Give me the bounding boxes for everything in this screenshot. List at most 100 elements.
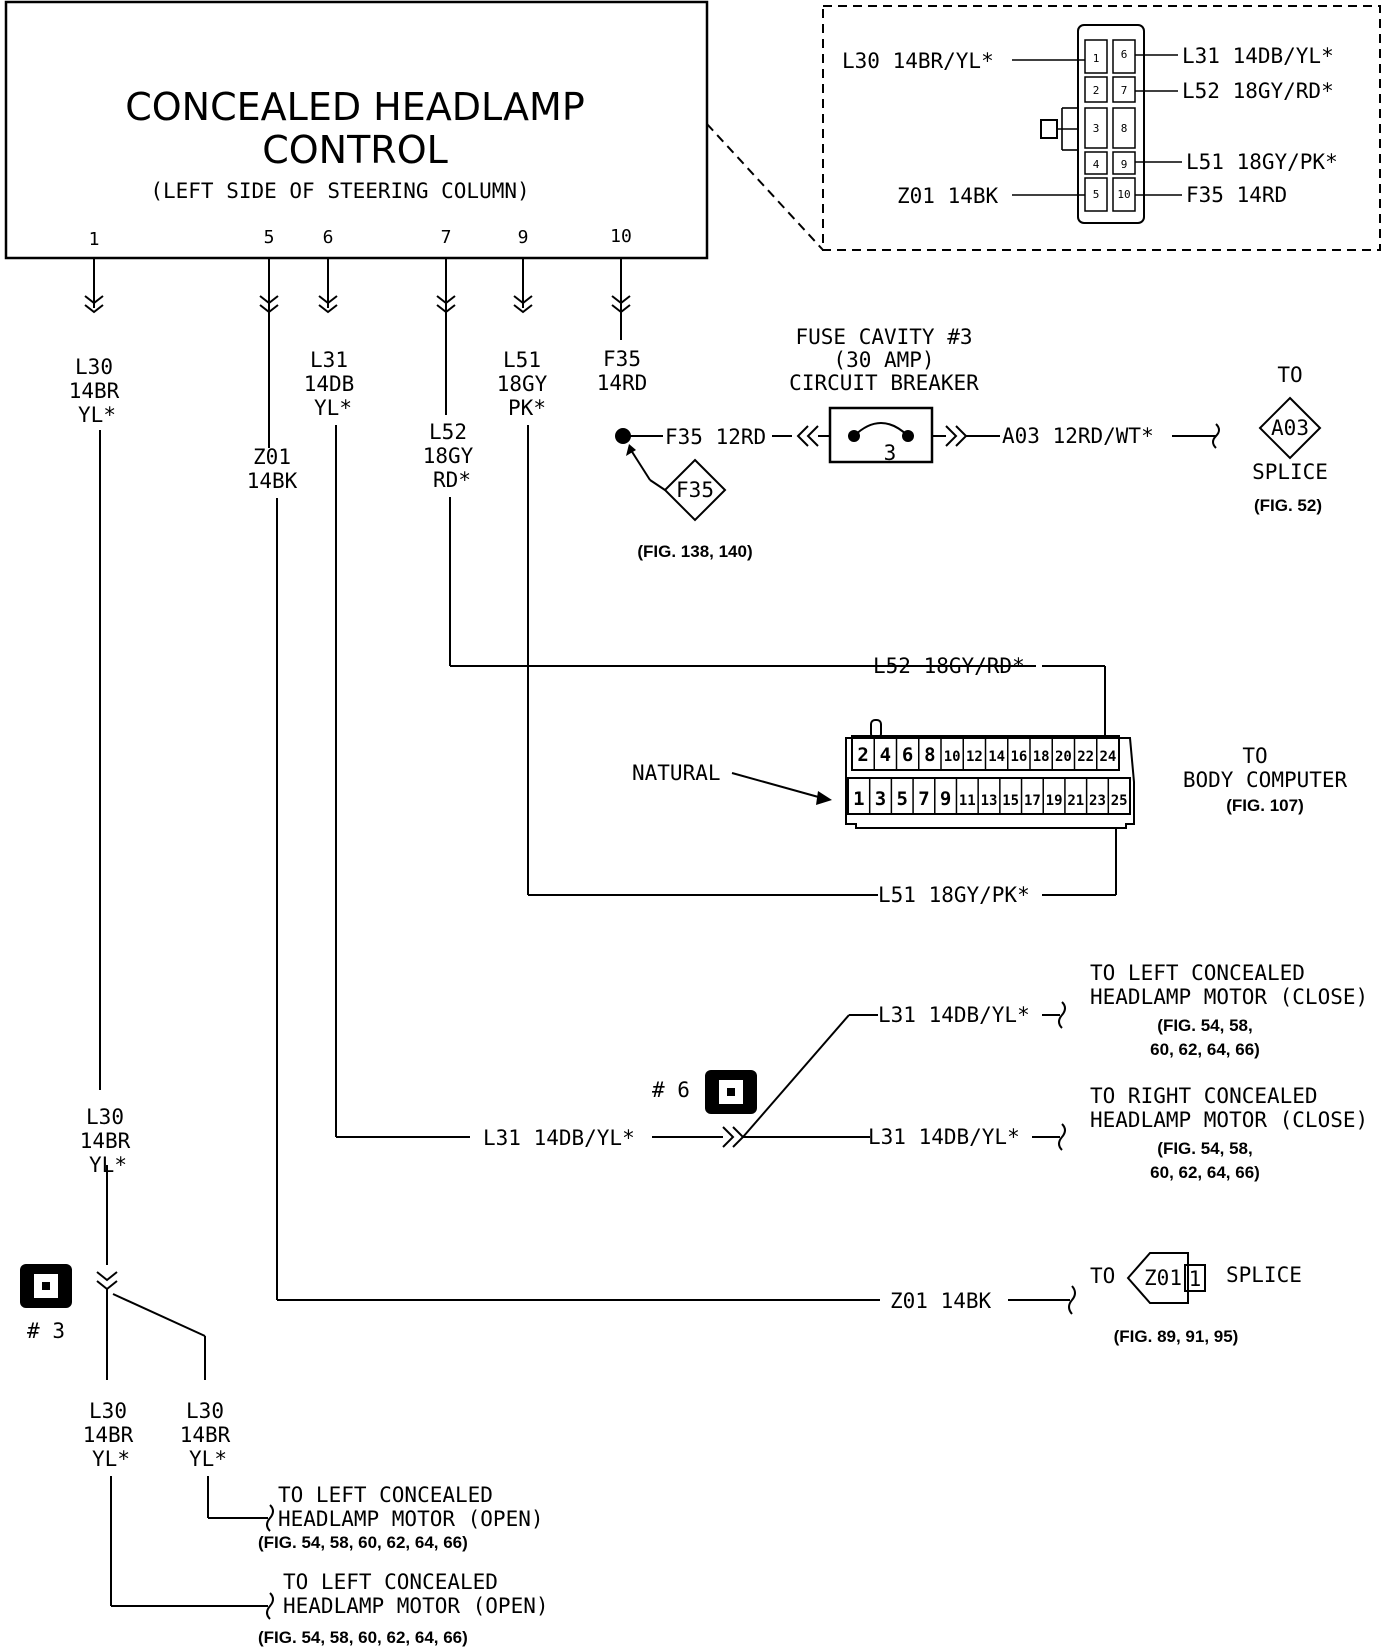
- l31-splice-in-label: L31 14DB/YL*: [483, 1126, 635, 1150]
- bc-pin-number: 14: [988, 749, 1005, 765]
- left-close-line2: HEADLAMP MOTOR (CLOSE): [1090, 985, 1368, 1009]
- a03-wire-label: A03 12RD/WT*: [1002, 424, 1154, 448]
- z01-splice-destination: Z01 14BK TO Z01 1 SPLICE (FIG. 89, 91, 9…: [890, 1252, 1302, 1346]
- connector-pin: 8: [1121, 122, 1128, 135]
- wire-labels-top: L30 14BR YL* Z01 14BK L31 14DB YL* L52 1…: [69, 347, 648, 493]
- splice-3: L30 14BR YL* # 3 L30 14BR YL* L30 14BR Y…: [20, 1105, 274, 1620]
- bc-pin-number: 6: [902, 744, 913, 766]
- l30-right-label: 14BR: [180, 1423, 231, 1447]
- wire-runs: [99, 425, 880, 1301]
- headlamp-control-module: CONCEALED HEADLAMP CONTROL (LEFT SIDE OF…: [4, 0, 709, 260]
- l31-wire-label: 14DB: [304, 372, 355, 396]
- connector-pin: 2: [1093, 84, 1100, 97]
- module-pin: 10: [610, 226, 632, 247]
- bc-pin-number: 1: [853, 788, 864, 810]
- left-open-b-line2: HEADLAMP MOTOR (OPEN): [283, 1594, 549, 1618]
- circuit-breaker: 3: [828, 406, 934, 465]
- module-pin: 6: [323, 227, 334, 248]
- splice6-label: # 6: [652, 1078, 690, 1102]
- breaker-number: 3: [884, 441, 897, 465]
- fuse-amp-label: (30 AMP): [833, 348, 934, 372]
- bc-pin-number: 22: [1077, 749, 1094, 765]
- f35-wire-label: F35: [603, 347, 641, 371]
- z01-splice-word: SPLICE: [1226, 1263, 1302, 1287]
- module-pin: 7: [441, 227, 452, 248]
- bc-pin-number: 25: [1111, 793, 1128, 809]
- f35-circuit: F35 12RD 3 A03 12RD/WT* FUSE CAVITY #3 (…: [615, 325, 1220, 561]
- bc-pin-number: 21: [1067, 793, 1084, 809]
- left-open-b-line1: TO LEFT CONCEALED: [283, 1570, 498, 1594]
- bc-pin-number: 17: [1024, 793, 1041, 809]
- left-close-fig2: 60, 62, 64, 66): [1150, 1040, 1260, 1059]
- l31-right-label: L31 14DB/YL*: [868, 1125, 1020, 1149]
- connector-label-z01: Z01 14BK: [897, 184, 999, 208]
- l52-wire-label: RD*: [433, 468, 471, 492]
- l52-wire-label: 18GY: [423, 444, 474, 468]
- module-title-line1: CONCEALED HEADLAMP: [125, 85, 585, 129]
- right-close-fig2: 60, 62, 64, 66): [1150, 1163, 1260, 1182]
- l51-wire-label: L51: [503, 348, 541, 372]
- bc-pin-number: 9: [940, 788, 951, 810]
- z01-to-label: TO: [1090, 1264, 1115, 1288]
- l52-wire-label: L52: [429, 420, 467, 444]
- f35-fig-ref: (FIG. 138, 140): [637, 542, 752, 561]
- bc-fig-ref: (FIG. 107): [1226, 796, 1303, 815]
- connector-view-leader: [706, 123, 824, 251]
- bc-pin-number: 2: [857, 744, 868, 766]
- bc-pin-number: 8: [924, 744, 935, 766]
- left-open-destination-a: TO LEFT CONCEALED HEADLAMP MOTOR (OPEN) …: [258, 1483, 544, 1552]
- right-close-line1: TO RIGHT CONCEALED: [1090, 1084, 1318, 1108]
- connector-label-l31: L31 14DB/YL*: [1182, 44, 1334, 68]
- a03-to-label: TO: [1277, 363, 1302, 387]
- fuse-cavity-label: FUSE CAVITY #3: [795, 325, 972, 349]
- module-title-line2: CONTROL: [262, 128, 448, 172]
- connector-pin: 10: [1117, 188, 1130, 201]
- splice6-symbol: [705, 1070, 757, 1114]
- z01-splice-tag: Z01: [1144, 1266, 1182, 1290]
- l51-wire-label: 18GY: [497, 372, 548, 396]
- l31-wire-label: YL*: [314, 396, 352, 420]
- l30-left-label: YL*: [92, 1447, 130, 1471]
- l31-up-label: L31 14DB/YL*: [878, 1003, 1030, 1027]
- splice3-label: # 3: [27, 1319, 65, 1343]
- l52-bc-label: L52 18GY/RD*: [873, 654, 1025, 678]
- right-close-fig1: (FIG. 54, 58,: [1157, 1139, 1252, 1158]
- left-open-a-line1: TO LEFT CONCEALED: [278, 1483, 493, 1507]
- left-open-a-fig: (FIG. 54, 58, 60, 62, 64, 66): [258, 1533, 468, 1552]
- connector-pin: 9: [1121, 158, 1128, 171]
- fuse-type-label: CIRCUIT BREAKER: [789, 371, 979, 395]
- left-open-b-fig: (FIG. 54, 58, 60, 62, 64, 66): [258, 1628, 468, 1647]
- connector-label-l52: L52 18GY/RD*: [1182, 79, 1334, 103]
- l30-right-label: YL*: [189, 1447, 227, 1471]
- bc-name-label: BODY COMPUTER: [1183, 768, 1348, 792]
- l30-mid-label: L30: [86, 1105, 124, 1129]
- z01-bottom-label: Z01 14BK: [890, 1289, 992, 1313]
- module-subtitle: (LEFT SIDE OF STEERING COLUMN): [150, 179, 529, 203]
- bc-to-label: TO: [1242, 744, 1267, 768]
- connector-label-l30: L30 14BR/YL*: [842, 49, 994, 73]
- l30-mid-label: 14BR: [80, 1129, 131, 1153]
- right-close-destination: TO RIGHT CONCEALED HEADLAMP MOTOR (CLOSE…: [1090, 1084, 1368, 1182]
- bc-pin-number: 16: [1010, 749, 1027, 765]
- bc-pin-number: 24: [1099, 749, 1116, 765]
- left-close-destination: TO LEFT CONCEALED HEADLAMP MOTOR (CLOSE)…: [1090, 961, 1368, 1059]
- bc-pin-number: 12: [966, 749, 983, 765]
- pin-wire-stubs: [84, 258, 631, 448]
- l30-wire-label: 14BR: [69, 379, 120, 403]
- module-pin: 5: [264, 227, 275, 248]
- right-close-line2: HEADLAMP MOTOR (CLOSE): [1090, 1108, 1368, 1132]
- connector-pin: 6: [1121, 48, 1128, 61]
- l51-wire-label: PK*: [508, 396, 546, 420]
- left-close-line1: TO LEFT CONCEALED: [1090, 961, 1305, 985]
- z01-wire-label: Z01: [253, 445, 291, 469]
- z01-wire-label: 14BK: [247, 469, 298, 493]
- bc-pin-number: 15: [1002, 793, 1019, 809]
- connector-pin: 7: [1121, 84, 1128, 97]
- bc-pin-number: 7: [918, 788, 929, 810]
- left-close-fig1: (FIG. 54, 58,: [1157, 1016, 1252, 1035]
- f35-splice-tag: F35: [676, 478, 714, 502]
- f35-12rd-label: F35 12RD: [665, 425, 766, 449]
- bc-pin-number: 19: [1046, 793, 1063, 809]
